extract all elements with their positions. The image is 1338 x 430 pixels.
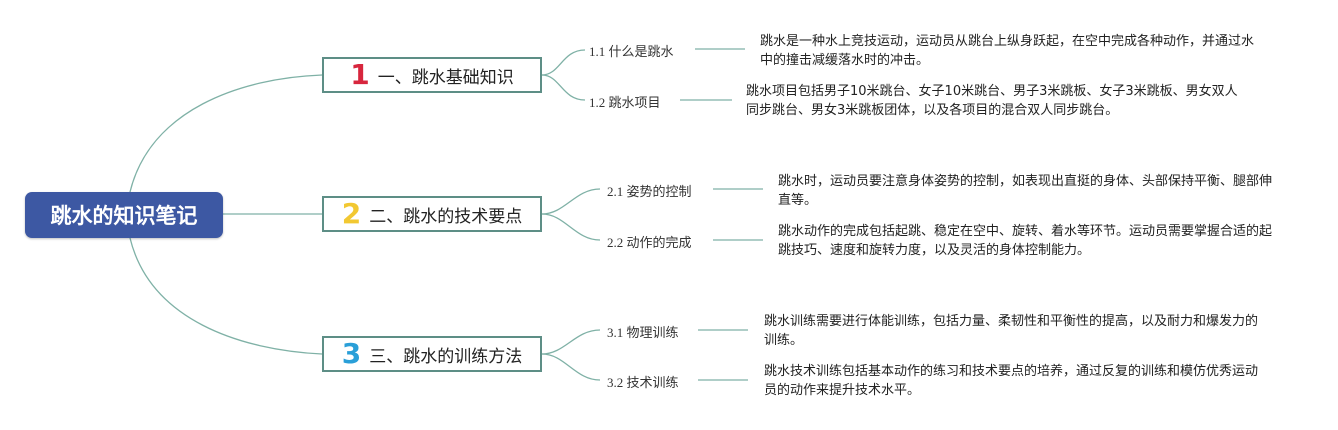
branch-node-3[interactable]: 3 三、跳水的训练方法 [322, 336, 542, 372]
subtopic-3-1[interactable]: 3.1 物理训练 [607, 325, 679, 340]
connector-branch-3-sub-2 [541, 353, 601, 381]
leaf-note-1-1: 跳水是一种水上竞技运动，运动员从跳台上纵身跃起，在空中完成各种动作，并通过水中的… [760, 34, 1255, 68]
branch-node-2[interactable]: 2 二、跳水的技术要点 [322, 196, 542, 232]
connector-branch-1-sub-1 [541, 49, 586, 76]
branch-label-2: 二、跳水的技术要点 [369, 206, 523, 227]
leaf-note-3-2: 跳水技术训练包括基本动作的练习和技术要点的培养，通过反复的训练和模仿优秀运动员的… [764, 364, 1259, 398]
connector-branch-3-sub-1 [541, 329, 601, 355]
root-node[interactable]: 跳水的知识笔记 [25, 192, 223, 238]
leaf-note-3-1: 跳水训练需要进行体能训练，包括力量、柔韧性和平衡性的提高，以及耐力和爆发力的训练… [764, 314, 1259, 348]
leaf-note-1-2: 跳水项目包括男子10米跳台、女子10米跳台、男子3米跳板、女子3米跳板、男女双人… [746, 84, 1238, 118]
leaf-note-2-1: 跳水时，运动员要注意身体姿势的控制，如表现出直挺的身体、头部保持平衡、腿部伸直等… [778, 174, 1273, 208]
connector-branch-2-sub-2 [541, 213, 601, 241]
subtopic-1-2[interactable]: 1.2 跳水项目 [589, 95, 661, 110]
branch-label-1: 一、跳水基础知识 [377, 67, 514, 88]
number-badge-1: 1 [350, 58, 370, 91]
connector-root-branch-1 [129, 74, 323, 193]
subtopic-3-2[interactable]: 3.2 技术训练 [607, 375, 679, 390]
connector-branch-2-sub-1 [541, 188, 601, 215]
subtopic-2-1[interactable]: 2.1 姿势的控制 [607, 184, 692, 199]
root-label: 跳水的知识笔记 [50, 204, 198, 228]
subtopic-2-2[interactable]: 2.2 动作的完成 [607, 235, 692, 250]
number-badge-3: 3 [341, 337, 362, 370]
branch-node-1[interactable]: 1 一、跳水基础知识 [322, 57, 542, 93]
number-badge-2: 2 [341, 197, 362, 230]
leaf-note-2-2: 跳水动作的完成包括起跳、稳定在空中、旋转、着水等环节。运动员需要掌握合适的起跳技… [778, 224, 1273, 258]
connector-branch-1-sub-2 [541, 74, 586, 101]
connector-root-branch-3 [129, 237, 323, 355]
branch-label-3: 三、跳水的训练方法 [369, 346, 523, 367]
subtopic-1-1[interactable]: 1.1 什么是跳水 [589, 44, 674, 59]
